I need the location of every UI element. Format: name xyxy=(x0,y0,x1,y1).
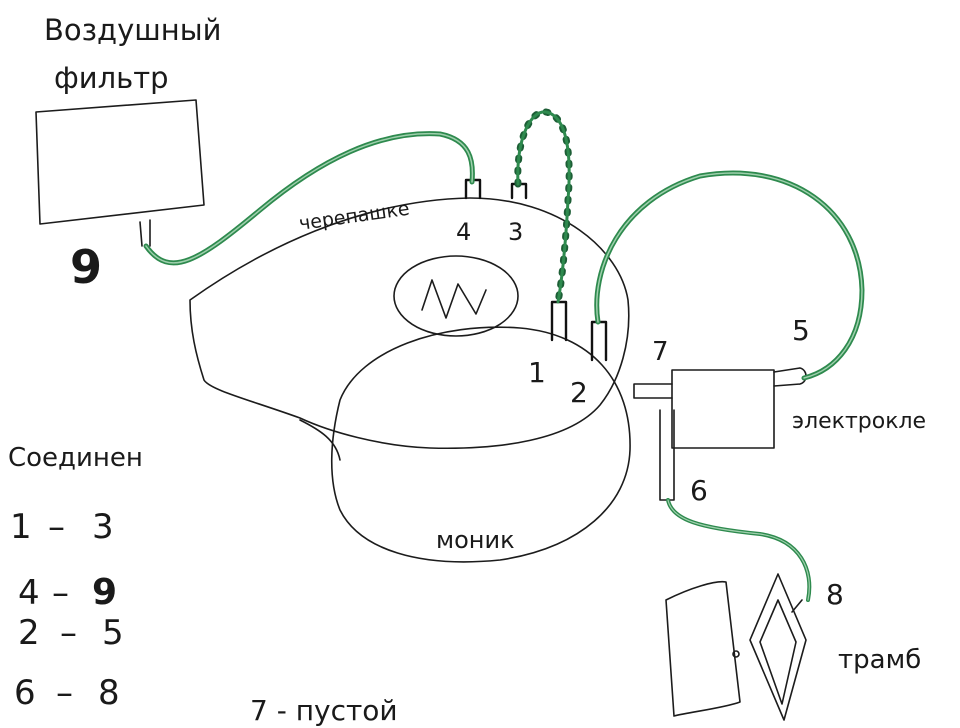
solenoid-valve: 7 5 6 электрокле xyxy=(633,314,926,507)
port-2-label: 2 xyxy=(570,376,588,409)
connection-3-dash: – xyxy=(60,613,77,653)
hose-1-3-core xyxy=(516,110,571,304)
turtle-outline xyxy=(189,197,630,450)
solenoid-box xyxy=(671,369,775,449)
hose-4-9-highlight xyxy=(145,132,474,264)
throttle-dot xyxy=(732,650,740,658)
engine-label: моник xyxy=(436,526,515,554)
port-7-label: 7 xyxy=(652,337,669,367)
port-4-label: 4 xyxy=(456,218,471,246)
connections-title: Соединен xyxy=(8,443,143,473)
turtle-center-ellipse xyxy=(393,255,519,337)
port-5-label: 5 xyxy=(792,314,810,347)
connection-1-a: 1 xyxy=(10,507,32,547)
air-filter-nipple xyxy=(139,219,151,247)
air-filter-box xyxy=(35,99,205,225)
hose-4-9 xyxy=(143,131,475,266)
side-nipples: 1 2 xyxy=(528,300,608,409)
port-1-label: 1 xyxy=(528,356,546,389)
solenoid-label: электрокле xyxy=(792,409,926,434)
air-filter-label-2: фильтр xyxy=(54,61,169,95)
connection-1-dash: – xyxy=(48,507,65,547)
hose-6-8-highlight xyxy=(667,499,810,601)
port-7-tube xyxy=(633,383,673,399)
port-6-label: 6 xyxy=(690,474,708,507)
connection-4-a: 6 xyxy=(14,673,36,713)
connections-legend: Соединен 1 – 3 4 – 9 2 – 5 6 – 8 xyxy=(8,443,143,713)
port-5-tube xyxy=(773,367,807,387)
connection-2-b: 9 xyxy=(92,572,117,613)
hose-6-8 xyxy=(666,498,812,602)
connection-1-b: 3 xyxy=(92,507,114,547)
throttle-nozzle xyxy=(791,599,803,613)
note-port-7-empty: 7 - пустой xyxy=(250,694,398,727)
connection-2-dash: – xyxy=(52,573,69,613)
port-3-label: 3 xyxy=(508,218,523,246)
port-8-label: 8 xyxy=(826,578,844,611)
throttle-label: трамб xyxy=(838,645,921,675)
turtle-nipples: 4 3 xyxy=(456,178,528,246)
connection-4-b: 8 xyxy=(98,673,120,713)
hose-2-5-highlight xyxy=(596,172,863,379)
engine-outline xyxy=(330,326,631,563)
port-9-label: 9 xyxy=(70,240,102,294)
connection-4-dash: – xyxy=(56,673,73,713)
nipple-2 xyxy=(590,320,608,362)
engine: моник xyxy=(299,326,631,563)
air-filter-label-1: Воздушный xyxy=(44,13,222,47)
throttle-diamond xyxy=(749,573,807,721)
turtle-center-scribble xyxy=(421,279,487,319)
throttle-part: 8 трамб xyxy=(665,573,921,721)
connection-2-a: 4 xyxy=(18,573,40,613)
throttle-body xyxy=(665,580,741,717)
engine-link-line xyxy=(299,419,341,461)
connection-3-a: 2 xyxy=(18,613,40,653)
turtle-label: черепашке xyxy=(298,198,411,235)
hoses xyxy=(143,108,865,602)
air-filter: Воздушный фильтр xyxy=(35,13,222,247)
connection-3-b: 5 xyxy=(102,613,124,653)
